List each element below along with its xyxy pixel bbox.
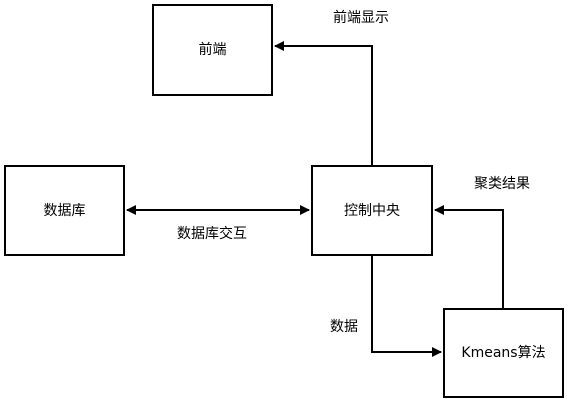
edge-label-cluster-result: 聚类结果: [474, 176, 530, 192]
edge-label-database-interaction: 数据库交互: [177, 226, 247, 242]
node-database: 数据库: [4, 165, 125, 256]
edge-label-frontend-display: 前端显示: [333, 10, 389, 26]
node-frontend: 前端: [152, 4, 273, 96]
node-frontend-label: 前端: [198, 42, 227, 58]
node-kmeans-algorithm-label: Kmeans算法: [461, 345, 546, 361]
node-database-label: 数据库: [43, 202, 86, 219]
node-kmeans-algorithm: Kmeans算法: [443, 308, 564, 398]
edge-control-to-frontend: [274, 41, 373, 165]
edge-label-data: 数据: [330, 319, 358, 335]
edge-kmeans-to-control: [434, 205, 504, 308]
edge-control-to-kmeans: [371, 256, 442, 357]
node-control-center-label: 控制中央: [344, 202, 400, 219]
node-control-center: 控制中央: [311, 165, 433, 256]
